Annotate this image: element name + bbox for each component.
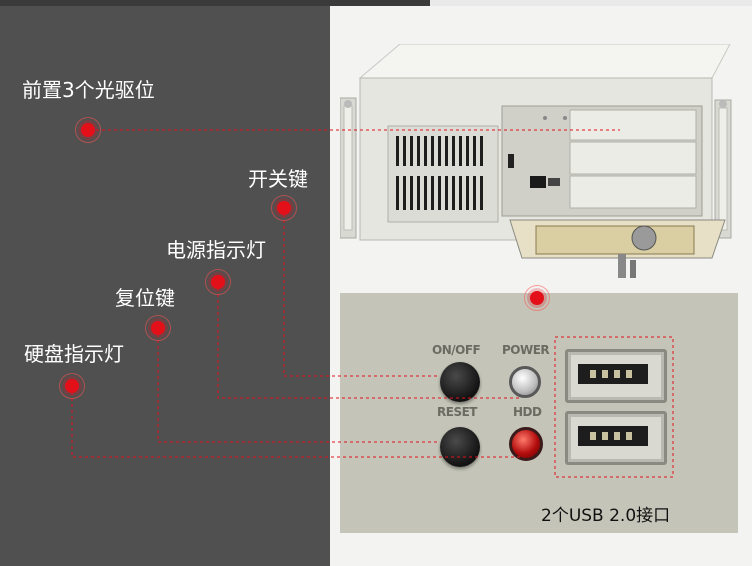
- power-switch-button[interactable]: [440, 362, 480, 402]
- optical-bays-label: 前置3个光驱位: [22, 78, 155, 102]
- usb-ports-label: 2个USB 2.0接口: [541, 506, 671, 526]
- panel-anchor-dot: [524, 285, 550, 311]
- hdd-led-icon: [509, 427, 543, 461]
- power-switch-label: 开关键: [248, 167, 308, 191]
- power-switch-dot: [271, 195, 297, 221]
- reset-button[interactable]: [440, 427, 480, 467]
- front-panel-closeup: [340, 293, 738, 533]
- usb-port-2[interactable]: [565, 411, 667, 465]
- optical-bays-dot: [75, 117, 101, 143]
- top-border: [0, 0, 752, 6]
- chassis-photo: [340, 44, 732, 278]
- hdd-led-label: 硬盘指示灯: [24, 342, 124, 366]
- power-led-icon: [509, 366, 541, 398]
- on-off-engraving: ON/OFF: [432, 343, 481, 357]
- usb-port-1[interactable]: [565, 349, 667, 403]
- reset-label: 复位键: [115, 286, 175, 310]
- hdd-led-dot: [59, 373, 85, 399]
- power-engraving: POWER: [502, 343, 550, 357]
- reset-engraving: RESET: [437, 405, 477, 419]
- label-panel: [0, 6, 330, 566]
- hdd-engraving: HDD: [513, 405, 542, 419]
- top-border-light: [430, 0, 752, 6]
- power-led-label: 电源指示灯: [166, 238, 266, 262]
- power-led-dot: [205, 269, 231, 295]
- reset-dot: [145, 315, 171, 341]
